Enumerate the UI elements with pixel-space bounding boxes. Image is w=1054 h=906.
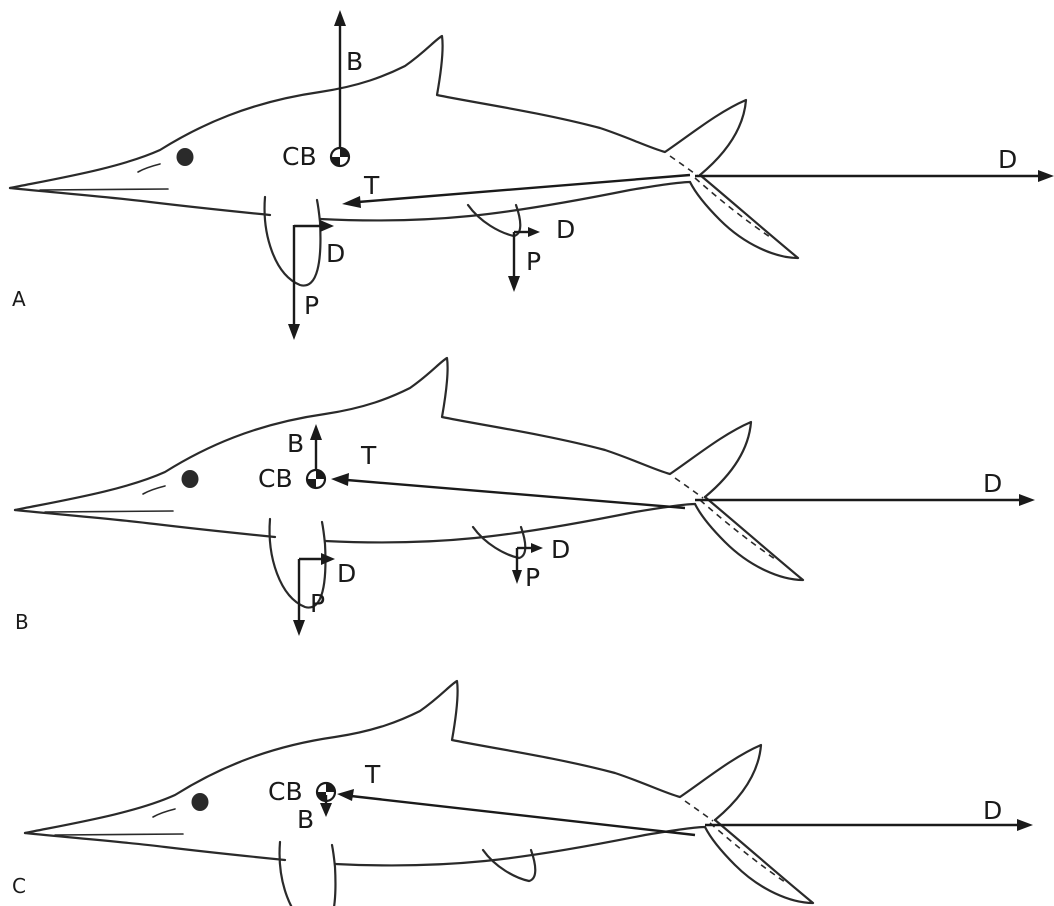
drag-label-b: D: [983, 469, 1002, 498]
thrust-label-c: T: [364, 760, 381, 789]
buoyancy-label-a: B: [346, 47, 363, 76]
fin-drag-arrowhead-b: [321, 553, 335, 565]
panel-label-c: C: [12, 874, 26, 898]
hind-pressure-arrowhead-a: [508, 276, 520, 292]
drag-arrowhead-a: [1038, 170, 1054, 182]
thrust-label-b: T: [360, 441, 377, 470]
drag-label-c: D: [983, 796, 1002, 825]
hind-pressure-arrowhead-b: [512, 570, 522, 584]
center-of-buoyancy-label-b: CB: [258, 464, 293, 493]
thrust-vector-c: [351, 796, 695, 835]
drag-arrowhead-c: [1017, 819, 1033, 831]
buoyancy-arrowhead-b: [310, 424, 322, 440]
thrust-label-a: T: [363, 171, 380, 200]
center-of-buoyancy-symbol-b: [307, 470, 325, 488]
thrust-arrowhead-b: [331, 473, 349, 486]
thrust-arrowhead-a: [342, 196, 361, 208]
fin-drag-label-a: D: [326, 239, 345, 268]
buoyancy-arrowhead-c: [320, 803, 332, 817]
buoyancy-label-b: B: [287, 429, 304, 458]
center-of-buoyancy-symbol-a: [331, 148, 349, 166]
panel-label-a: A: [12, 287, 26, 311]
hind-drag-label-a: D: [556, 215, 575, 244]
fin-drag-arrowhead-a: [320, 220, 334, 232]
buoyancy-arrowhead-a: [334, 10, 346, 26]
drag-arrowhead-b: [1019, 494, 1035, 506]
fin-pressure-arrowhead-a: [288, 324, 300, 340]
center-of-buoyancy-label-a: CB: [282, 142, 317, 171]
fin-pressure-label-b: P: [310, 589, 325, 618]
buoyancy-label-c: B: [297, 805, 314, 834]
hind-drag-arrowhead-a: [528, 227, 540, 237]
ichthyosaur-body-a: [10, 36, 798, 286]
fin-drag-label-b: D: [337, 559, 356, 588]
hind-drag-label-b: D: [551, 535, 570, 564]
panel-c: CB B T D C: [12, 681, 1033, 906]
fin-pressure-arrowhead-b: [293, 620, 305, 636]
ichthyosaur-body-c: [25, 681, 813, 906]
hind-pressure-label-a: P: [526, 247, 541, 276]
drag-label-a: D: [998, 145, 1017, 174]
hind-pressure-label-b: P: [525, 563, 540, 592]
thrust-arrowhead-c: [337, 789, 354, 801]
hind-drag-arrowhead-b: [531, 543, 543, 553]
ichthyosaur-body-b: [15, 358, 803, 608]
panel-label-b: B: [15, 610, 29, 634]
fin-pressure-label-a: P: [304, 291, 319, 320]
center-of-buoyancy-label-c: CB: [268, 777, 303, 806]
thrust-vector-b: [347, 480, 685, 508]
panel-a: B CB T D P D P D A: [10, 10, 1054, 340]
panel-b: B CB T D P D P D B: [15, 358, 1035, 636]
